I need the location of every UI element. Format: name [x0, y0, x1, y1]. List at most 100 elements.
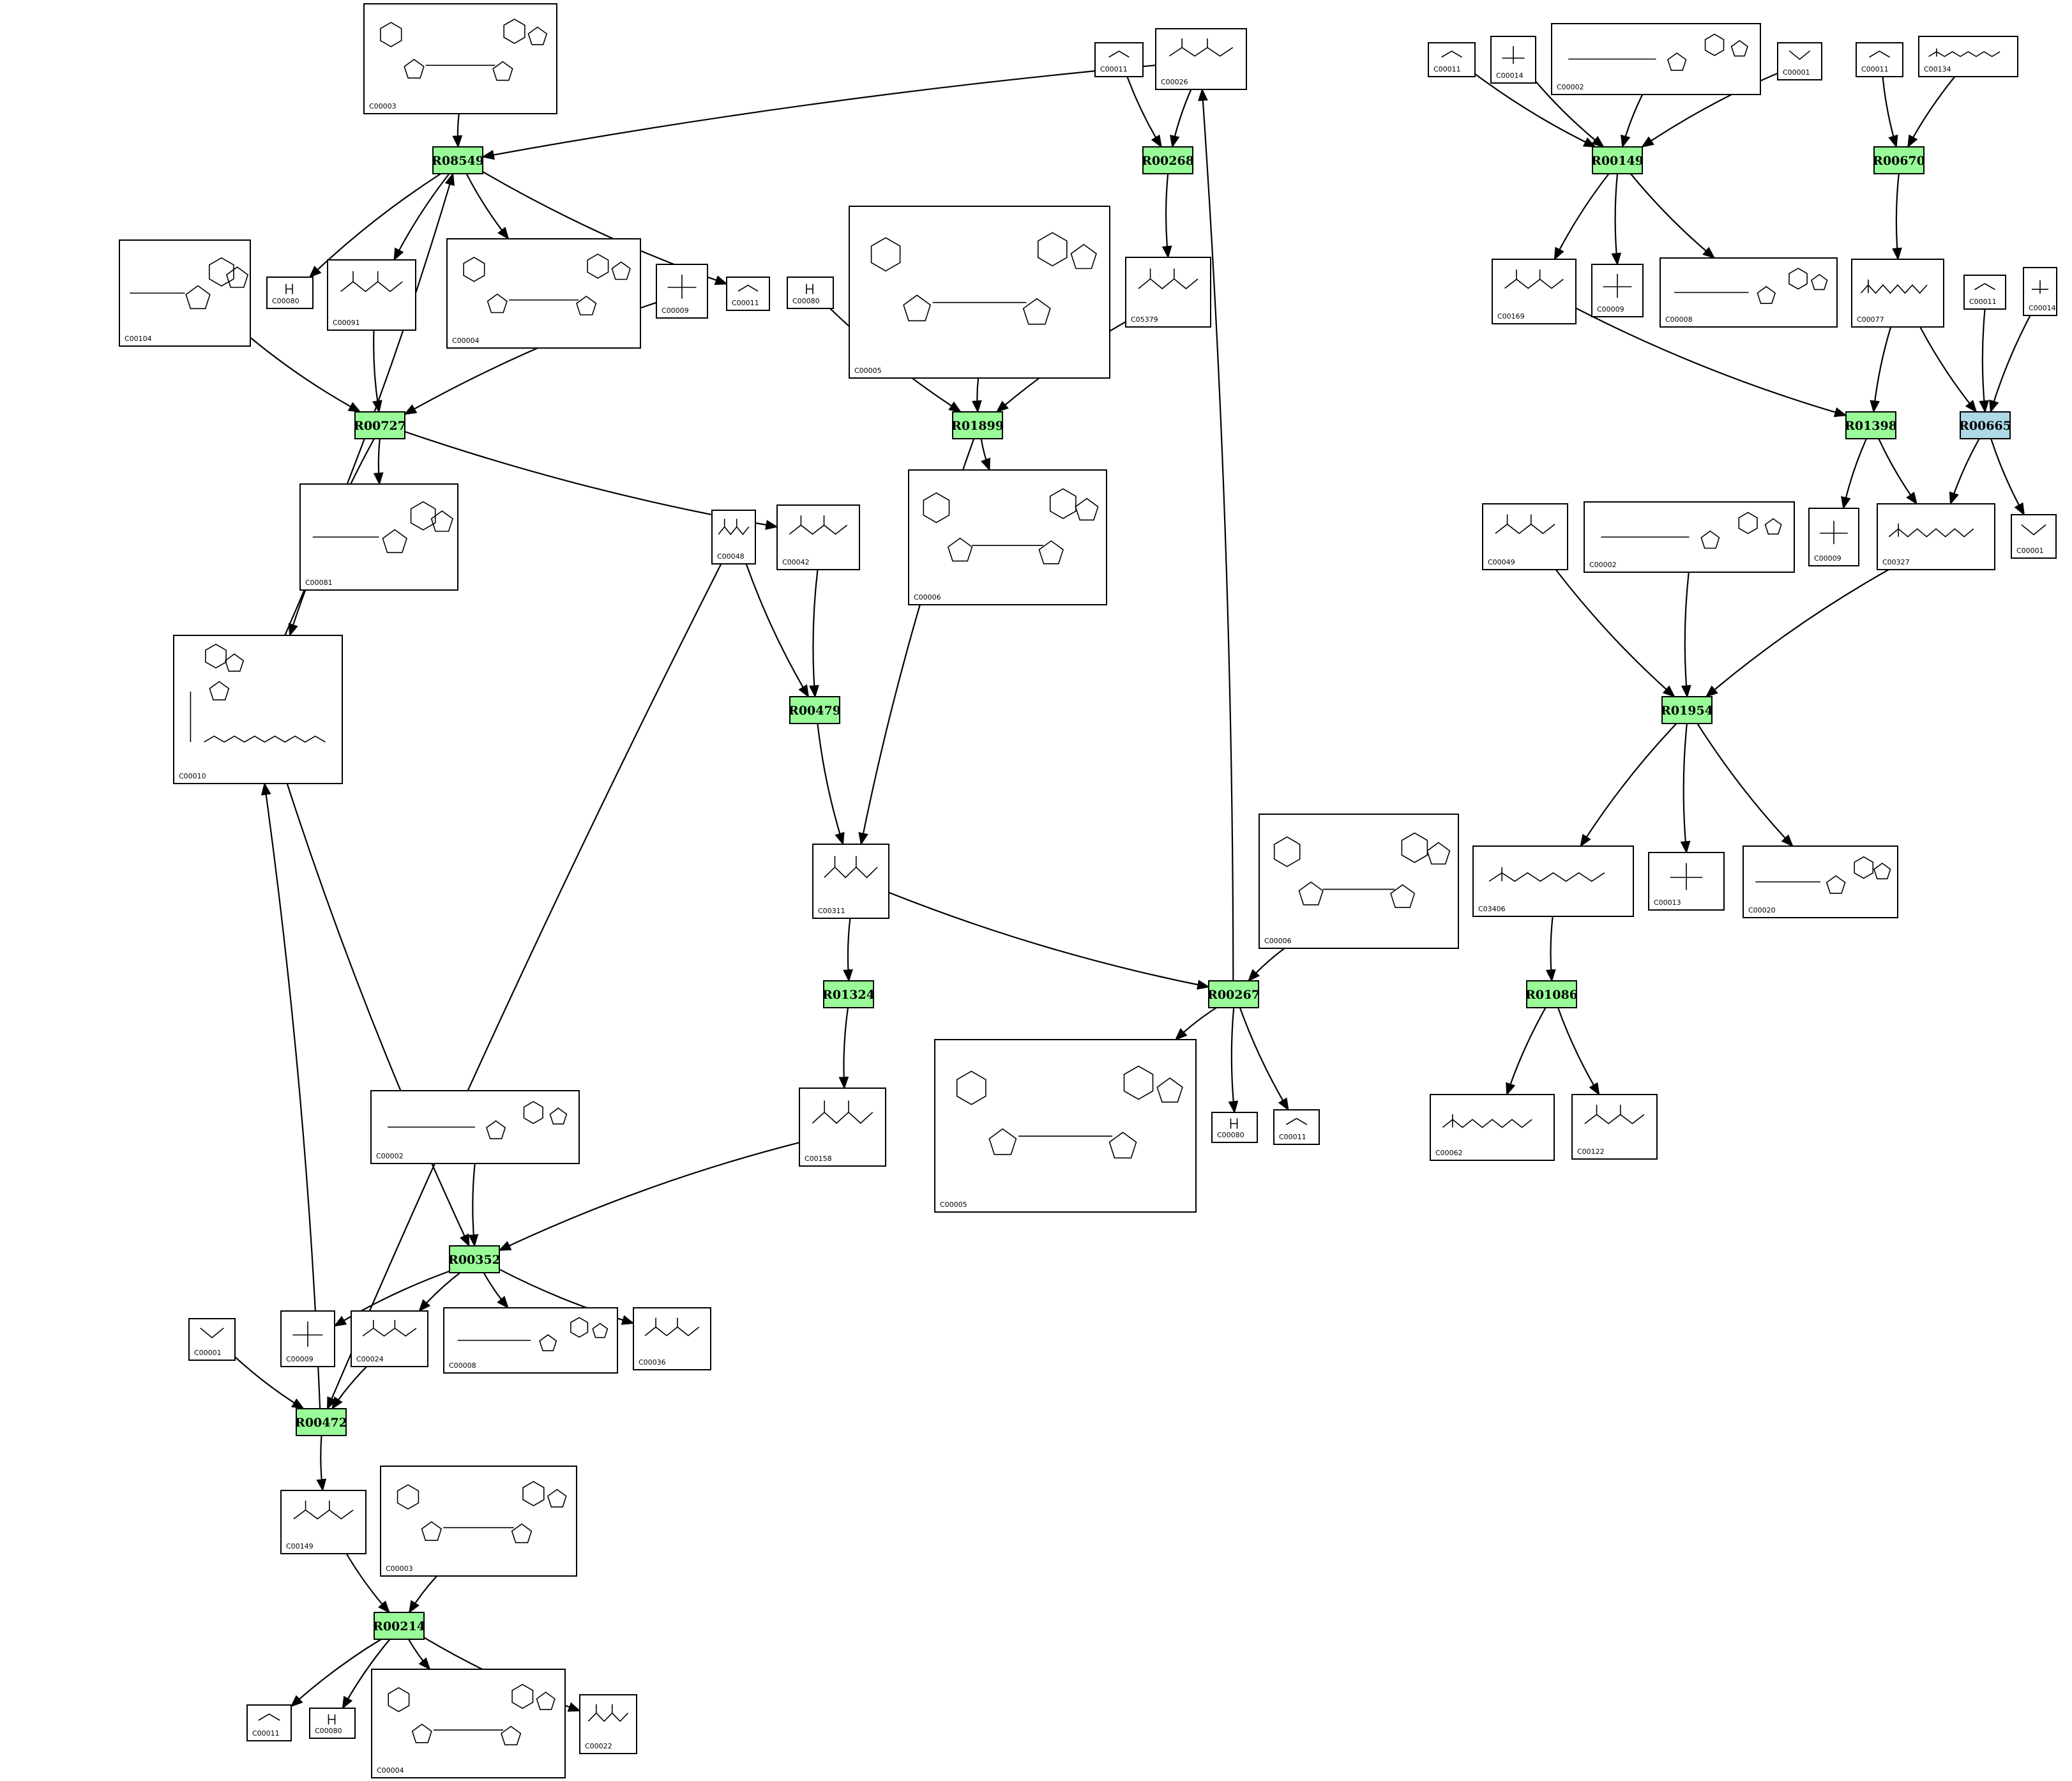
compound-node-c00104[interactable]: C00104 — [119, 239, 251, 347]
compound-node-c00009-b[interactable]: C00009 — [1591, 264, 1644, 317]
compound-node-c00008[interactable]: C00008 — [1660, 257, 1838, 328]
reaction-id-label: R00665 — [1959, 419, 2011, 433]
compound-node-c00026[interactable]: C00026 — [1155, 28, 1247, 90]
compound-id-label: C00009 — [662, 307, 689, 315]
compound-node-c00311[interactable]: C00311 — [812, 844, 889, 919]
compound-node-c00011-a[interactable]: C00011 — [1094, 42, 1144, 77]
compound-node-c00011-b[interactable]: C00011 — [1428, 42, 1476, 77]
compound-node-c00091[interactable]: C00091 — [327, 259, 416, 331]
compound-node-c00006-b[interactable]: C00006 — [1259, 814, 1459, 949]
compound-box — [776, 504, 860, 570]
reaction-node-r00665[interactable]: R00665 — [1959, 411, 2011, 439]
compound-id-label: C00080 — [272, 297, 299, 305]
compound-node-c00009-a[interactable]: C00009 — [656, 264, 708, 319]
proton-structure-glyph — [1230, 1118, 1238, 1129]
reaction-node-r00670[interactable]: R00670 — [1873, 146, 1925, 174]
edge-c00011-a-to-r00268 — [1126, 76, 1162, 148]
compound-node-c00327[interactable]: C00327 — [1877, 503, 1995, 570]
compound-node-c03406[interactable]: C03406 — [1472, 845, 1634, 917]
reaction-node-r01954[interactable]: R01954 — [1661, 696, 1713, 724]
compound-node-c00002-c[interactable]: C00002 — [370, 1090, 580, 1164]
compound-node-c00022[interactable]: C00022 — [579, 1694, 637, 1754]
edge-r08549-to-c00080-a — [308, 173, 441, 278]
reaction-box — [1592, 146, 1643, 174]
reaction-node-r00149[interactable]: R00149 — [1591, 146, 1644, 174]
compound-node-c00080-a[interactable]: C00080 — [266, 277, 314, 309]
compound-node-c00011-c[interactable]: C00011 — [1856, 42, 1903, 77]
compound-node-c05379[interactable]: C05379 — [1125, 257, 1211, 328]
compound-node-c00080-b[interactable]: C00080 — [787, 277, 834, 309]
co2-structure-glyph — [1108, 50, 1130, 58]
compound-node-c00042[interactable]: C00042 — [776, 504, 860, 570]
compound-node-c00002-b[interactable]: C00002 — [1584, 501, 1795, 573]
compound-id-label: C00011 — [1433, 65, 1461, 73]
compound-node-c00011-d[interactable]: C00011 — [726, 277, 770, 311]
compound-id-label: C00004 — [452, 337, 480, 345]
compound-node-c00036[interactable]: C00036 — [633, 1307, 711, 1370]
reaction-box — [296, 1408, 347, 1436]
compound-id-label: C00009 — [1814, 554, 1841, 563]
compound-node-c00048[interactable]: C00048 — [711, 510, 756, 565]
compound-node-c00002-a[interactable]: C00002 — [1551, 23, 1761, 95]
compound-node-c00062[interactable]: C00062 — [1430, 1094, 1555, 1161]
reaction-node-r00214[interactable]: R00214 — [373, 1612, 425, 1640]
compound-node-c00013[interactable]: C00013 — [1648, 852, 1725, 911]
compound-node-c00077[interactable]: C00077 — [1851, 259, 1944, 328]
compound-node-c00001-c[interactable]: C00001 — [188, 1318, 236, 1361]
compound-node-c00149[interactable]: C00149 — [280, 1490, 367, 1554]
nucleotide-structure-glyph — [1674, 268, 1828, 304]
reaction-node-r00479[interactable]: R00479 — [789, 696, 841, 724]
compound-node-c00004-b[interactable]: C00004 — [371, 1669, 566, 1778]
compound-node-c00011-e[interactable]: C00011 — [1963, 275, 2006, 310]
compound-id-label: C00002 — [1557, 83, 1584, 91]
compound-id-label: C00327 — [1882, 558, 1910, 566]
compound-node-c00080-c[interactable]: C00080 — [1211, 1112, 1258, 1143]
compound-node-c00009-d[interactable]: C00009 — [280, 1310, 335, 1367]
compound-node-c00005-b[interactable]: C00005 — [934, 1039, 1197, 1213]
compound-box — [309, 1708, 356, 1739]
phosphate-structure-glyph — [1603, 274, 1632, 298]
proton-structure-glyph — [806, 284, 813, 294]
reaction-node-r08549[interactable]: R08549 — [432, 146, 484, 174]
compound-node-c00011-f[interactable]: C00011 — [1273, 1109, 1320, 1145]
reaction-node-r00352[interactable]: R00352 — [448, 1245, 501, 1273]
reaction-id-label: R00267 — [1207, 988, 1260, 1002]
compound-node-c00122[interactable]: C00122 — [1571, 1094, 1658, 1160]
compound-node-c00001-a[interactable]: C00001 — [1777, 42, 1822, 80]
compound-id-label: C00003 — [386, 1565, 413, 1573]
compound-node-c00006-a[interactable]: C00006 — [908, 469, 1107, 605]
reaction-node-r01398[interactable]: R01398 — [1845, 411, 1897, 439]
co2-structure-glyph — [1974, 283, 1995, 291]
compound-node-c00009-c[interactable]: C00009 — [1808, 508, 1859, 566]
edge-c00091-to-r00727 — [372, 330, 382, 413]
edge-r01398-to-c00327 — [1878, 438, 1918, 505]
compound-node-c00004-a[interactable]: C00004 — [446, 238, 641, 349]
reaction-node-r01086[interactable]: R01086 — [1525, 980, 1578, 1008]
compound-node-c00020[interactable]: C00020 — [1743, 845, 1898, 918]
compound-node-c00014-b[interactable]: C00014 — [2023, 267, 2057, 316]
reaction-node-r01899[interactable]: R01899 — [951, 411, 1004, 439]
compound-node-c00001-b[interactable]: C00001 — [2011, 514, 2057, 559]
compound-node-c00008-b[interactable]: C00008 — [443, 1307, 618, 1374]
compound-node-c00024[interactable]: C00024 — [351, 1310, 428, 1367]
compound-node-c00080-d[interactable]: C00080 — [309, 1708, 356, 1739]
compound-node-c00014-a[interactable]: C00014 — [1490, 36, 1536, 84]
compound-node-c00169[interactable]: C00169 — [1492, 259, 1577, 324]
compound-node-c00158[interactable]: C00158 — [799, 1088, 886, 1167]
compound-node-c00134[interactable]: C00134 — [1918, 36, 2018, 77]
reaction-node-r00727[interactable]: R00727 — [354, 411, 406, 439]
small-structure-glyph — [789, 515, 848, 535]
edge-c00002-b-to-r01954 — [1681, 572, 1691, 698]
reaction-node-r00267[interactable]: R00267 — [1207, 980, 1260, 1008]
compound-node-c00011-g[interactable]: C00011 — [246, 1704, 292, 1741]
compound-node-c00049[interactable]: C00049 — [1482, 503, 1568, 570]
compound-node-c00003-b[interactable]: C00003 — [380, 1466, 577, 1577]
reaction-node-r00472[interactable]: R00472 — [295, 1408, 347, 1436]
compound-node-c00005-a[interactable]: C00005 — [849, 206, 1110, 379]
compound-node-c00081[interactable]: C00081 — [299, 483, 458, 591]
compound-node-c00003-top[interactable]: C00003 — [363, 3, 557, 114]
edge-c00011-c-to-r00670 — [1882, 76, 1898, 148]
reaction-node-r01324[interactable]: R01324 — [822, 980, 875, 1008]
compound-node-c00010[interactable]: C00010 — [173, 635, 343, 784]
reaction-node-r00268[interactable]: R00268 — [1142, 146, 1194, 174]
